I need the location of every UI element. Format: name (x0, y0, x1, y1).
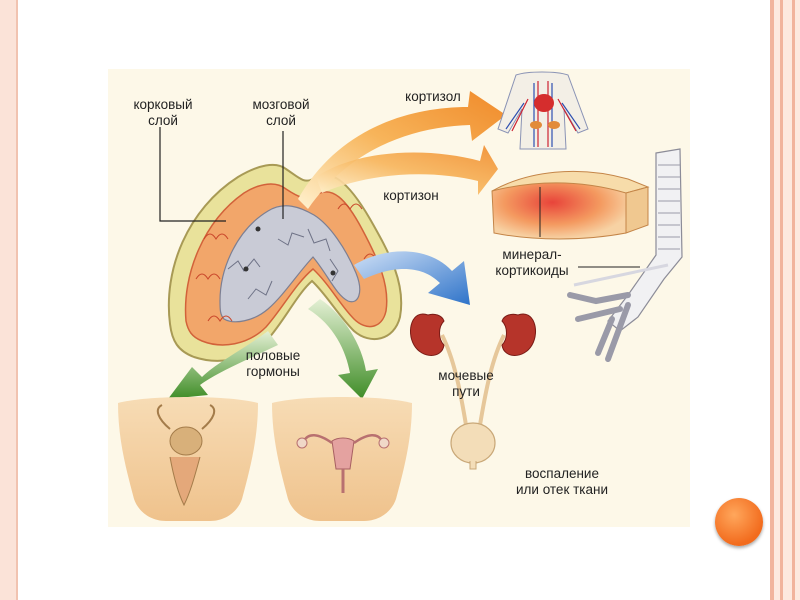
adrenal-hormones-diagram: корковый слой мозговой слой кортизол кор… (108, 69, 690, 527)
cortex-label: корковый слой (122, 97, 204, 129)
slide-frame-right (766, 0, 800, 600)
urinary-tract-label: мочевые пути (418, 368, 514, 400)
slide-frame-left (0, 0, 18, 600)
cortisone-label: кортизон (366, 188, 456, 204)
mineralocorticoids-label: минерал- кортикоиды (484, 247, 580, 279)
slide-accent-dot (715, 498, 763, 546)
female-reproductive-illustration (272, 397, 412, 521)
cortisol-label: кортизол (390, 89, 476, 105)
sex-hormones-label: половые гормоны (228, 348, 318, 380)
inflammation-label: воспаление или отек ткани (496, 466, 628, 498)
diagram-artwork (108, 69, 690, 527)
male-reproductive-illustration (118, 397, 258, 521)
medulla-label: мозговой слой (236, 97, 326, 129)
